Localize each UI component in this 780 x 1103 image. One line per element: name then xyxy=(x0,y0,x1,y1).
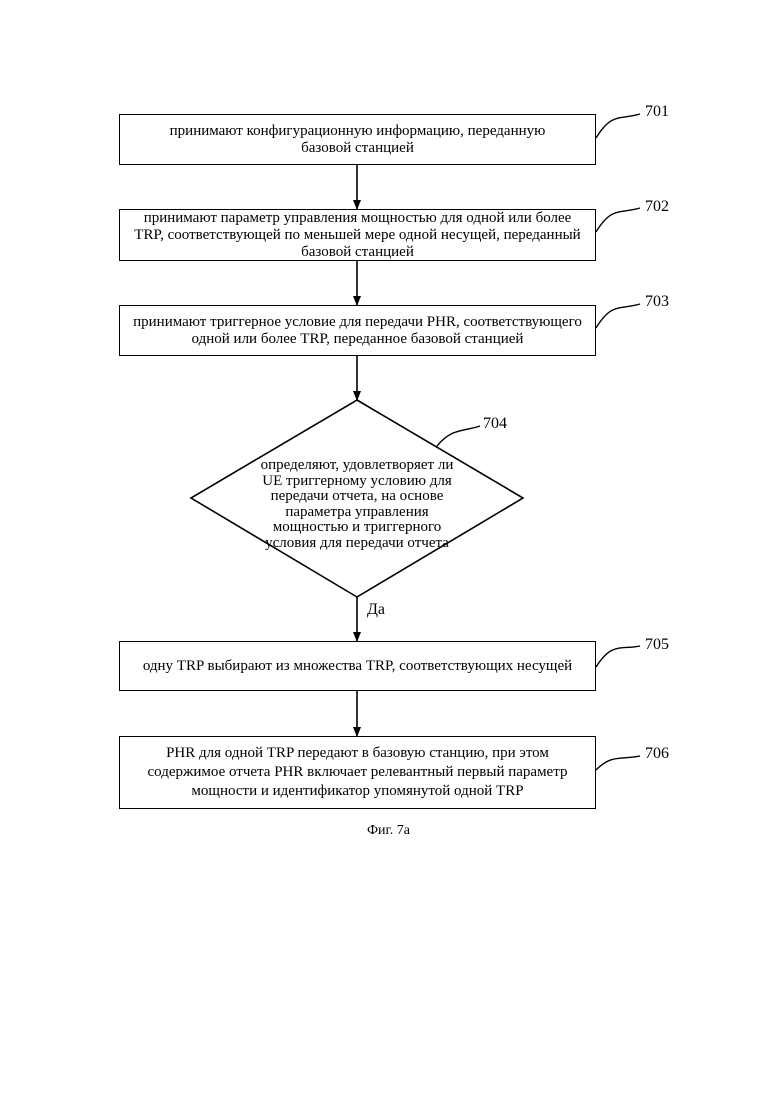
step-705-box: одну TRP выбирают из множества TRP, соот… xyxy=(119,641,596,691)
leader-702 xyxy=(596,208,640,232)
leader-703 xyxy=(596,304,640,328)
ref-number-706: 706 xyxy=(645,745,669,763)
step-703-text: принимают триггерное условие для передач… xyxy=(120,314,595,348)
ref-number-703: 703 xyxy=(645,293,669,311)
step-702-box: принимают параметр управления мощностью … xyxy=(119,209,596,261)
leader-701 xyxy=(596,114,640,138)
yes-label: Да xyxy=(367,601,385,619)
step-701-box: принимают конфигурационную информацию, п… xyxy=(119,114,596,165)
step-704-text: определяют, удовлетворяет ли UE триггерн… xyxy=(259,458,455,551)
leader-706 xyxy=(596,756,640,770)
ref-number-702: 702 xyxy=(645,198,669,216)
figure-caption: Фиг. 7а xyxy=(367,823,410,839)
step-706-box: PHR для одной TRP передают в базовую ста… xyxy=(119,736,596,809)
step-703-box: принимают триггерное условие для передач… xyxy=(119,305,596,356)
step-706-text: PHR для одной TRP передают в базовую ста… xyxy=(120,744,595,801)
leader-704 xyxy=(437,426,480,446)
step-701-text: принимают конфигурационную информацию, п… xyxy=(120,123,595,157)
step-702-text: принимают параметр управления мощностью … xyxy=(120,210,595,261)
ref-number-704: 704 xyxy=(483,415,507,433)
leader-705 xyxy=(596,646,640,667)
ref-number-701: 701 xyxy=(645,103,669,121)
step-705-text: одну TRP выбирают из множества TRP, соот… xyxy=(143,658,572,675)
ref-number-705: 705 xyxy=(645,636,669,654)
